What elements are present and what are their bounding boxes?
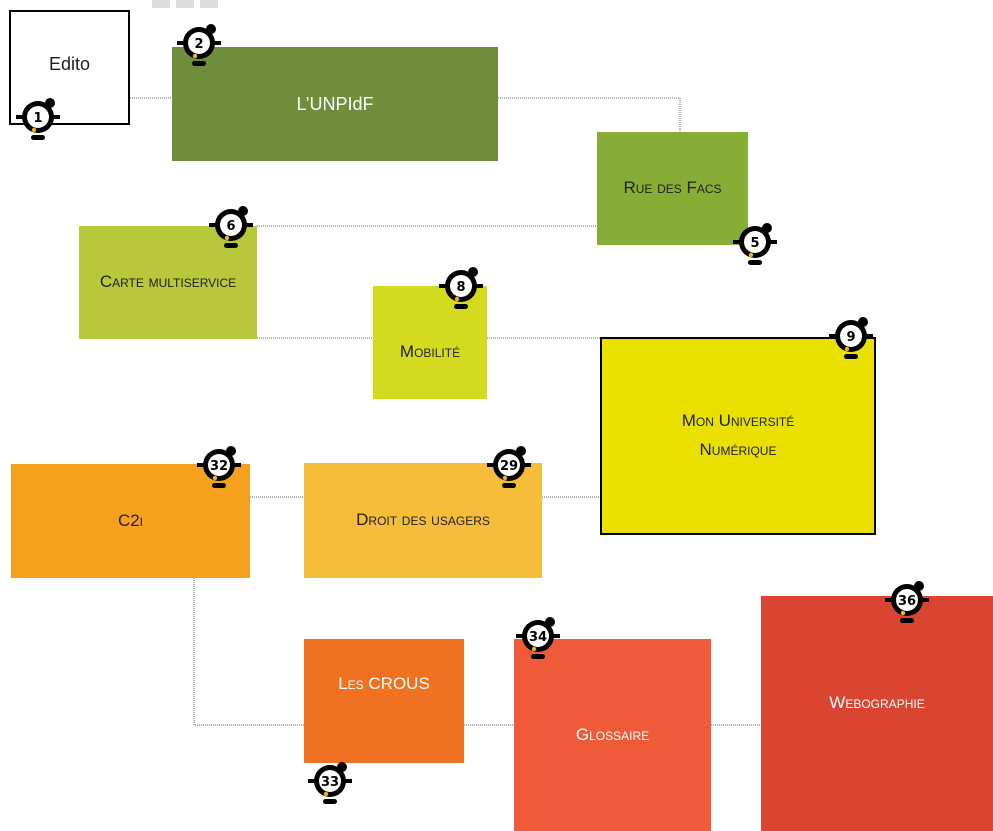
c2i-label: C2i: [117, 510, 144, 530]
unpidf-box[interactable]: L’UNPIdF: [172, 47, 498, 161]
badge-number: 32: [209, 458, 229, 474]
badge-mobilite[interactable]: 8: [437, 264, 485, 312]
badge-number: 5: [750, 235, 760, 251]
badge-c2i[interactable]: 32: [195, 443, 243, 491]
badge-number: 2: [194, 36, 204, 52]
link-c2i-crous: [193, 578, 304, 726]
badge-les-crous[interactable]: 33: [306, 759, 354, 807]
badge-number: 34: [528, 629, 548, 645]
badge-rue-des-facs[interactable]: 5: [731, 220, 779, 268]
badge-number: 9: [846, 329, 856, 345]
badge-number: 33: [320, 774, 340, 790]
top-tabs: [152, 0, 218, 8]
rue-des-facs-label: Rue des Facs: [623, 178, 722, 198]
les-crous-label: Les CROUS: [338, 673, 430, 693]
badge-number: 1: [33, 110, 43, 126]
rue-des-facs-box[interactable]: Rue des Facs: [597, 132, 748, 245]
mon-universite-box[interactable]: Mon Université Numérique: [600, 337, 876, 535]
webographie-label: Webographie: [829, 693, 925, 713]
mobilite-label: Mobilité: [399, 342, 461, 361]
mon-universite-label: Mon Université Numérique: [681, 411, 795, 459]
badge-number: 36: [897, 593, 917, 609]
badge-number: 6: [226, 218, 236, 234]
badge-carte-multiservice[interactable]: 6: [207, 203, 255, 251]
badge-webographie[interactable]: 36: [883, 578, 931, 626]
unpidf-label: L’UNPIdF: [296, 93, 374, 114]
link-unpidf-rue-des-facs: [498, 97, 681, 132]
badge-glossaire[interactable]: 34: [514, 614, 562, 662]
badge-number: 8: [456, 279, 466, 295]
mobilite-box[interactable]: Mobilité: [373, 286, 487, 399]
les-crous-box[interactable]: Les CROUS: [304, 639, 464, 763]
badge-mon-universite[interactable]: 9: [827, 314, 875, 362]
carte-multiservice-box[interactable]: Carte multiservice: [79, 226, 257, 339]
edito-label: Edito: [48, 54, 91, 75]
badge-unpidf[interactable]: 2: [175, 21, 223, 69]
badge-edito[interactable]: 1: [14, 95, 62, 143]
glossaire-label: Glossaire: [575, 724, 650, 744]
badge-droit-des-usagers[interactable]: 29: [485, 443, 533, 491]
webographie-box[interactable]: Webographie: [761, 596, 993, 831]
droit-des-usagers-label: Droit des usagers: [356, 510, 490, 530]
glossaire-box[interactable]: Glossaire: [514, 639, 711, 831]
c2i-box[interactable]: C2i: [11, 464, 250, 578]
badge-number: 29: [499, 458, 519, 474]
droit-des-usagers-box[interactable]: Droit des usagers: [304, 463, 542, 578]
carte-multiservice-label: Carte multiservice: [99, 272, 237, 292]
